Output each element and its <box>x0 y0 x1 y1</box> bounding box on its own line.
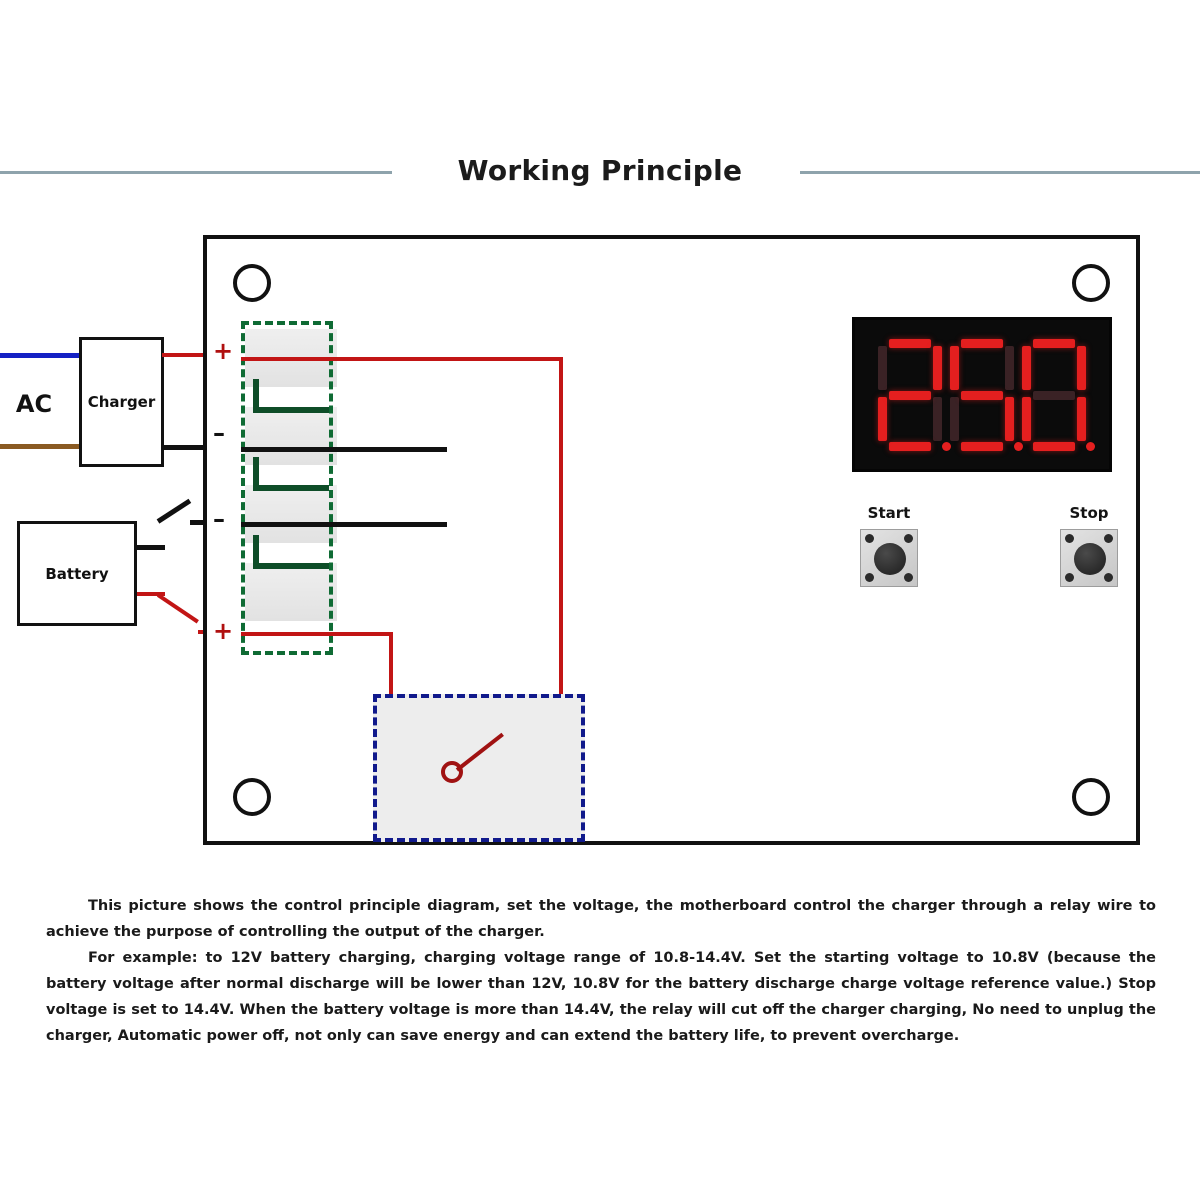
terminal-screw-bar-2 <box>253 485 329 491</box>
start-button[interactable] <box>860 529 918 587</box>
terminal-pad-2 <box>245 407 337 465</box>
terminal-screw-bar-3 <box>253 563 329 569</box>
stop-button[interactable] <box>1060 529 1118 587</box>
battery-negative-diagonal <box>156 498 192 524</box>
seven-segment-display <box>852 317 1112 472</box>
stop-button-label: Stop <box>1069 504 1109 522</box>
ac-source-label: AC <box>15 390 53 418</box>
relay-outline <box>373 694 585 842</box>
ac-live-wire <box>0 353 82 358</box>
relay-pivot-icon <box>441 761 463 783</box>
stop-button-cap[interactable] <box>1074 543 1106 575</box>
board-positive-wire-right <box>559 357 563 775</box>
terminal-screw-bar-1 <box>253 407 329 413</box>
display-digit-1 <box>878 338 951 451</box>
page-header: Working Principle <box>0 150 1200 195</box>
board-positive-wire-battery <box>241 632 393 636</box>
description-paragraph-1: This picture shows the control principle… <box>46 898 1156 940</box>
mounting-hole-bottom-right <box>1072 778 1110 816</box>
description-text: This picture shows the control principle… <box>46 893 1156 1049</box>
terminal-block-outline <box>241 321 333 655</box>
terminal-sign-minus-2: – <box>213 505 225 533</box>
mounting-hole-bottom-left <box>233 778 271 816</box>
terminal-sign-plus-1: + <box>213 337 234 365</box>
display-digit-2 <box>950 338 1023 451</box>
terminal-pad-3 <box>245 485 337 543</box>
description-paragraph-2: For example: to 12V battery charging, ch… <box>46 950 1156 1044</box>
mounting-hole-top-left <box>233 264 271 302</box>
terminal-pad-4 <box>245 563 337 621</box>
terminal-screw-left-1 <box>253 379 259 413</box>
charger-block: Charger <box>79 337 164 467</box>
board-negative-wire-battery <box>241 522 447 527</box>
board-positive-wire-top <box>241 357 563 361</box>
page-title: Working Principle <box>400 150 800 195</box>
title-rule-right <box>676 171 1200 174</box>
battery-positive-stub <box>137 592 165 596</box>
battery-block: Battery <box>17 521 137 626</box>
terminal-screw-left-2 <box>253 457 259 491</box>
start-button-label: Start <box>867 504 911 522</box>
controller-board: + – – + Start <box>203 235 1140 845</box>
mounting-hole-top-right <box>1072 264 1110 302</box>
start-button-cap[interactable] <box>874 543 906 575</box>
title-rule-left <box>0 171 392 174</box>
terminal-screw-left-3 <box>253 535 259 569</box>
battery-label: Battery <box>45 564 109 583</box>
ac-neutral-wire <box>0 444 82 449</box>
battery-negative-stub <box>137 545 165 550</box>
board-negative-wire-charger <box>241 447 447 452</box>
display-digit-3 <box>1022 338 1095 451</box>
charger-label: Charger <box>87 393 156 411</box>
terminal-sign-minus-1: – <box>213 419 225 447</box>
terminal-sign-plus-2: + <box>213 617 234 645</box>
battery-positive-diagonal <box>156 593 199 624</box>
